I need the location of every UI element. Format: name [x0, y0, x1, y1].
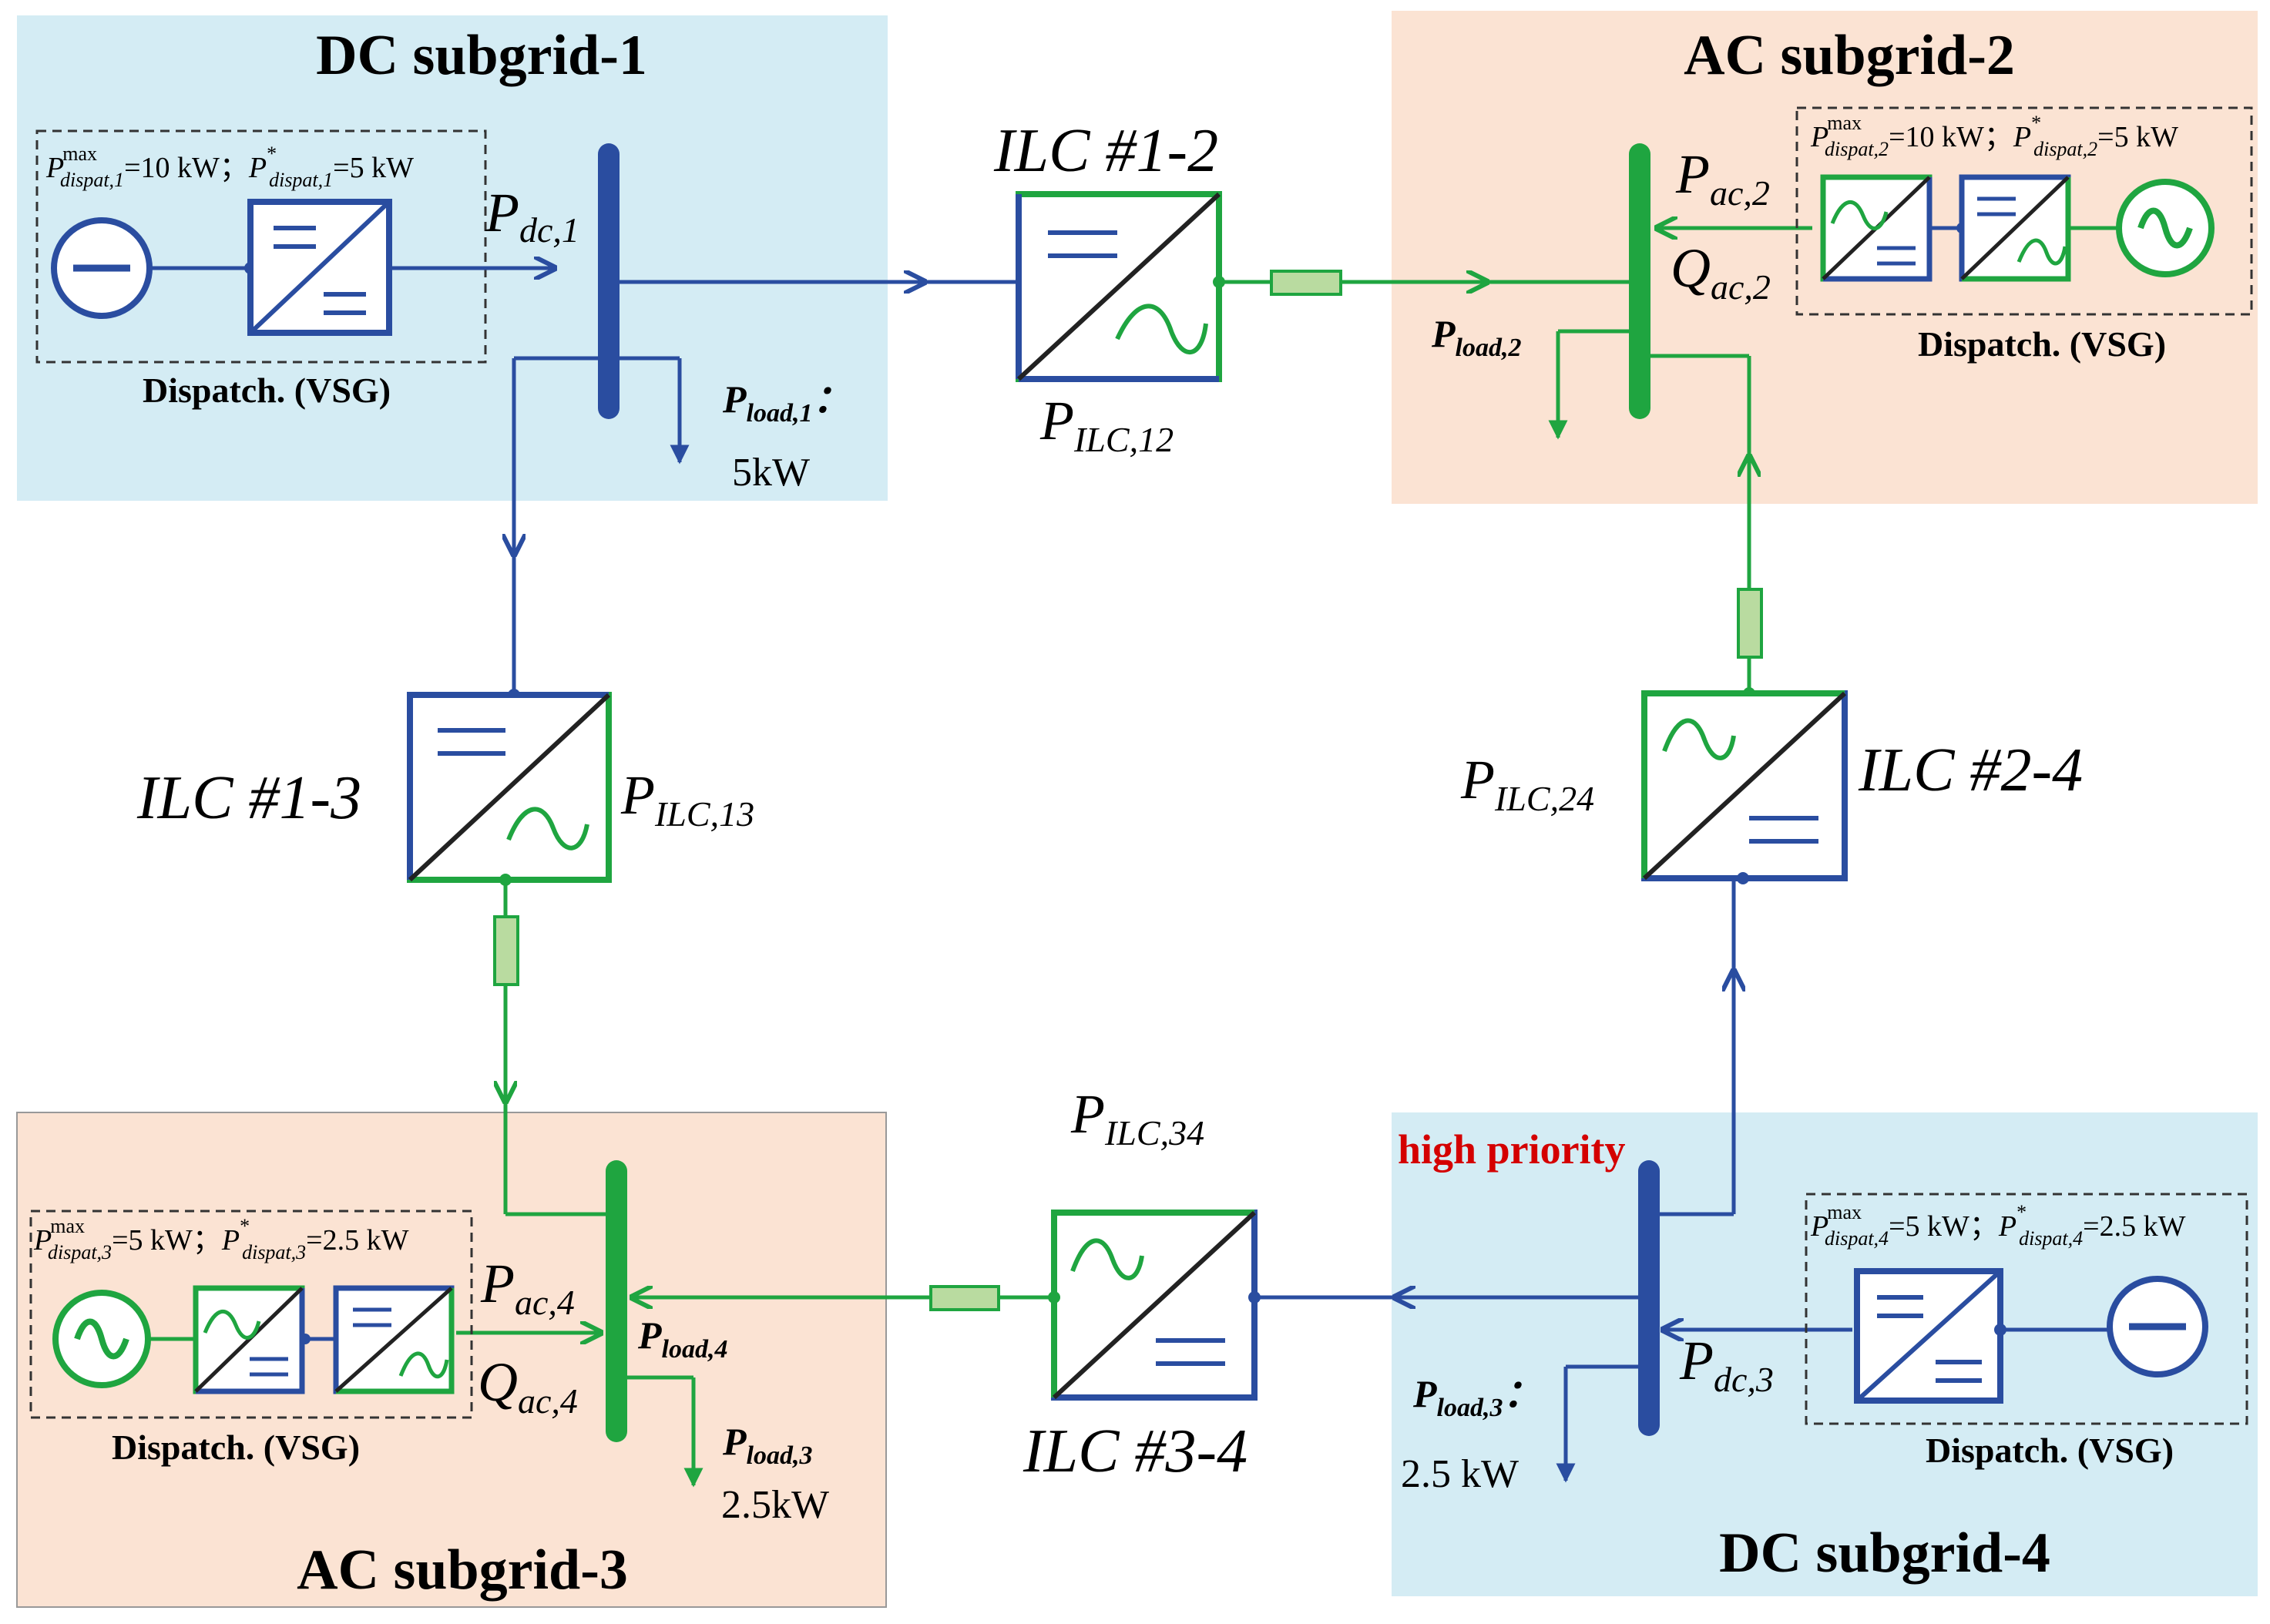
load-3-label: Pload,3 [722, 1420, 813, 1470]
filter-12 [1270, 270, 1342, 296]
load-4-label: Pload,4 [637, 1314, 728, 1364]
dispatch-label-3: Dispatch. (VSG) [112, 1428, 360, 1467]
filter-34 [929, 1285, 1000, 1311]
priority-label: high priority [1398, 1126, 1626, 1173]
subgrid-1-title: DC subgrid-1 [316, 24, 647, 87]
ilc-24-converter [1641, 690, 1848, 881]
filter-24 [1737, 588, 1763, 659]
ilc-24-label: ILC #2-4 [1858, 737, 2083, 804]
load-3b-label: Pload,3： [1412, 1372, 1542, 1422]
ilc-34-label: ILC #3-4 [1023, 1418, 1247, 1485]
dcdc-converter-icon [247, 199, 392, 336]
acdc-converter-icon [1820, 174, 1933, 282]
subgrid-2-title: AC subgrid-2 [1684, 24, 2015, 87]
dispatch-label-1: Dispatch. (VSG) [143, 371, 391, 410]
load-1-label: Pload,1： [722, 377, 851, 428]
dispatch-label-4: Dispatch. (VSG) [1926, 1431, 2174, 1470]
p-ilc34-label: PILC,34 [1070, 1083, 1204, 1153]
qac2-label: Qac,2 [1671, 237, 1771, 307]
pdc1-label: Pdc,1 [485, 182, 579, 250]
pdc3-label: Pdc,3 [1679, 1330, 1774, 1399]
acdc-converter-icon-3 [193, 1285, 305, 1394]
filter-13 [493, 915, 519, 986]
ilc-13-label: ILC #1-3 [136, 764, 361, 832]
dispatch-label-2: Dispatch. (VSG) [1918, 324, 2166, 364]
dcac-converter-icon-3 [333, 1285, 455, 1394]
p-ilc12-label: PILC,12 [1039, 390, 1174, 459]
load-1-value: 5kW [732, 451, 810, 495]
qac4-label: Qac,4 [478, 1351, 578, 1421]
load-3-value: 2.5kW [721, 1483, 829, 1527]
subgrid-1-area [17, 15, 888, 501]
ilc-34-converter [1051, 1210, 1258, 1401]
p-ilc13-label: PILC,13 [620, 764, 754, 834]
ilc-12-label: ILC #1-2 [993, 117, 1218, 185]
ilc-12-converter [1016, 191, 1222, 382]
p-ilc24-label: PILC,24 [1460, 749, 1594, 818]
subgrid-3-title: AC subgrid-3 [297, 1538, 628, 1602]
pac4-label: Pac,4 [480, 1253, 575, 1322]
load-3b-value: 2.5 kW [1401, 1452, 1519, 1496]
dcdc-converter-icon-4 [1854, 1268, 2003, 1404]
dcac-converter-icon [1959, 174, 2071, 282]
load-2-label: Pload,2 [1431, 312, 1522, 362]
pac2-label: Pac,2 [1675, 143, 1770, 213]
ilc-13-converter [407, 692, 612, 883]
subgrid-4-title: DC subgrid-4 [1719, 1522, 2050, 1585]
